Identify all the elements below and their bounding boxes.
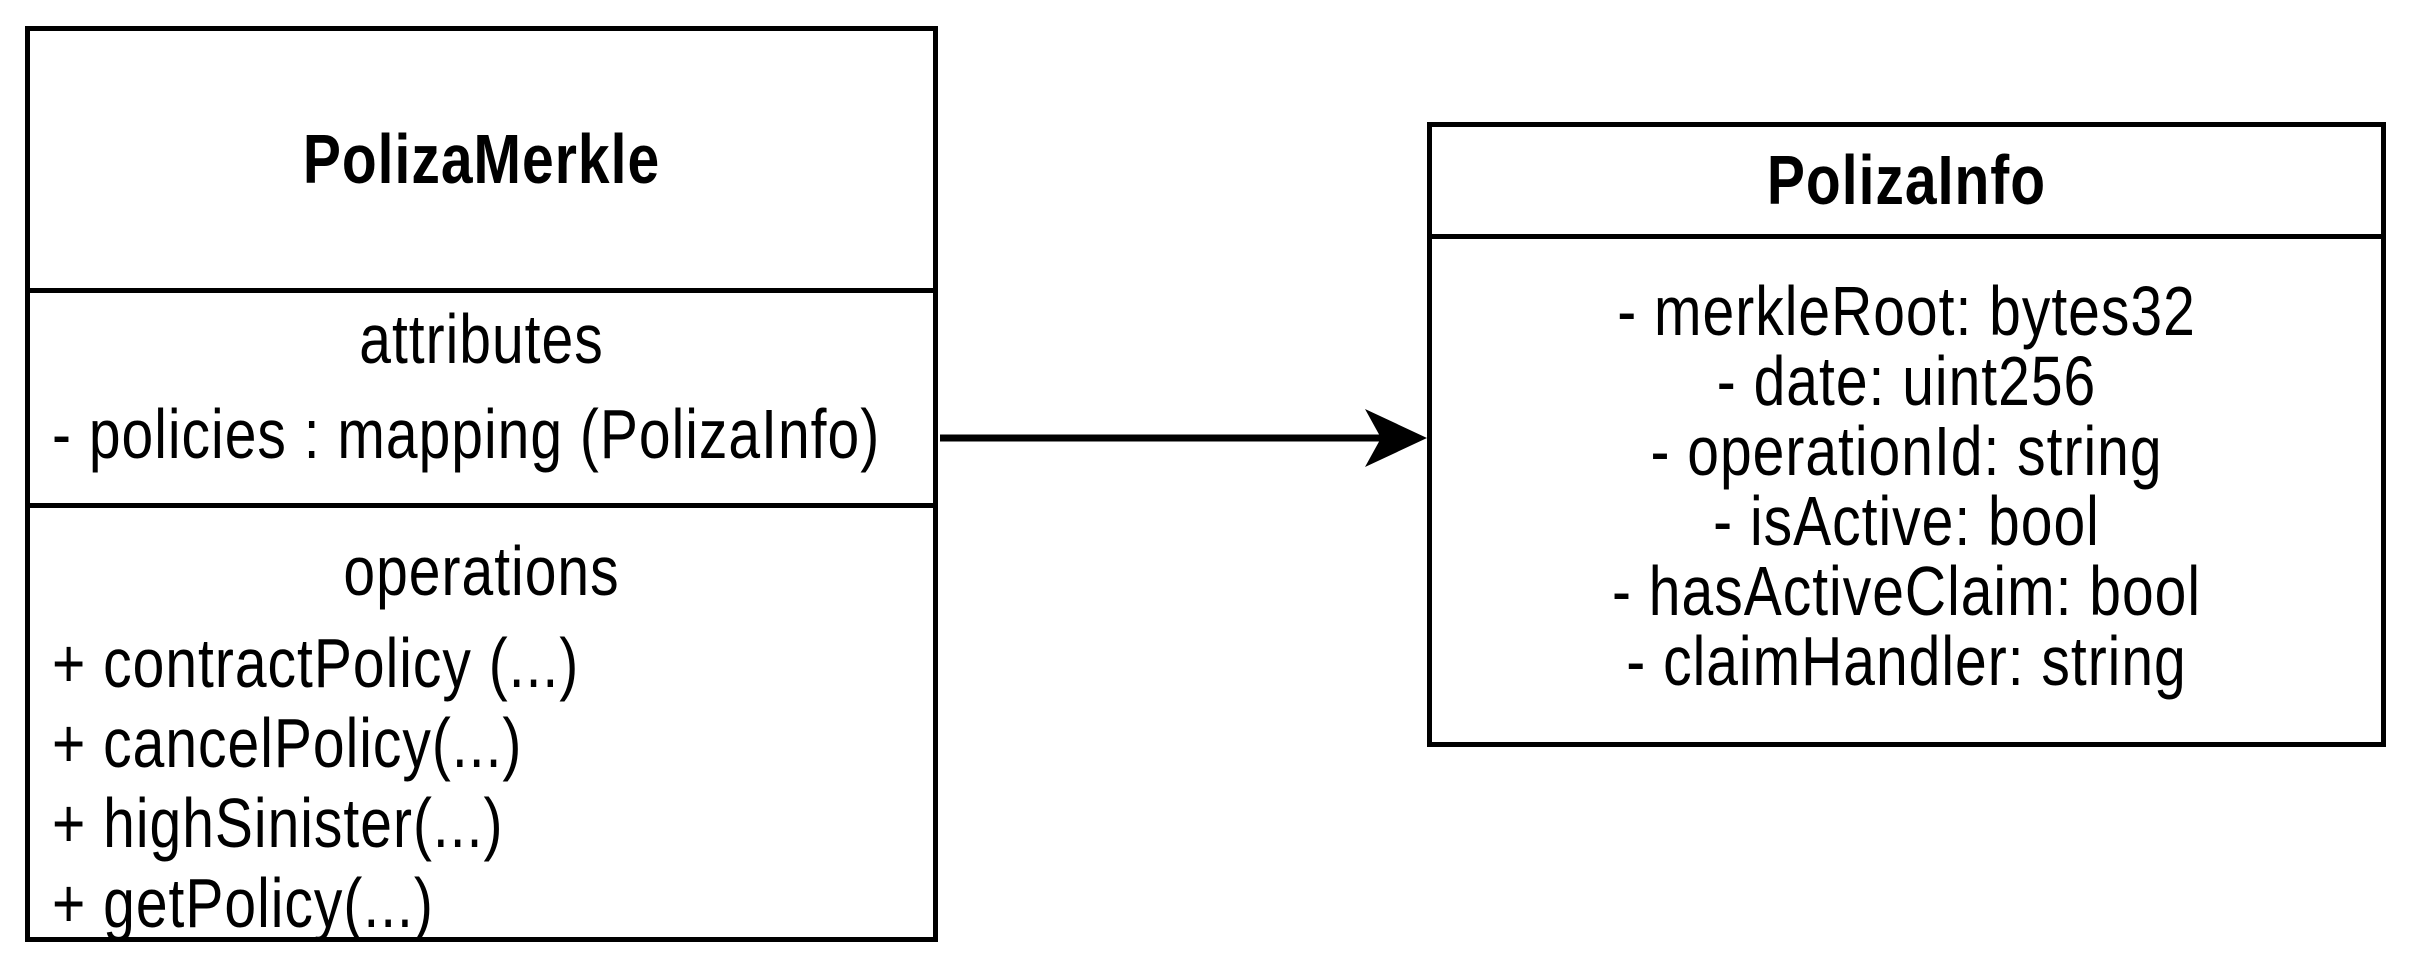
class-box-polizamerkle: PolizaMerkle attributes - policies : map… [25, 26, 938, 942]
attributes-header-row: attributes [30, 301, 933, 379]
attributes-header: attributes [359, 300, 604, 380]
operation-text: + cancelPolicy(...) [52, 704, 523, 784]
attribute-item: - claimHandler: string [1432, 623, 2381, 701]
operations-header: operations [343, 532, 620, 612]
polizamerkle-operations-compartment: operations + contractPolicy (...) + canc… [30, 503, 933, 937]
attribute-item: - merkleRoot: bytes32 [1432, 273, 2381, 351]
arrowhead [1365, 409, 1427, 467]
attribute-text: - operationId: string [1650, 412, 2163, 492]
polizainfo-attributes-compartment: - merkleRoot: bytes32 - date: uint256 - … [1432, 234, 2381, 742]
operation-item: + contractPolicy (...) [30, 624, 933, 704]
attribute-item: - hasActiveClaim: bool [1432, 553, 2381, 631]
attribute-text: - policies : mapping (PolizaInfo) [52, 395, 881, 475]
polizainfo-title-compartment: PolizaInfo [1432, 127, 2381, 234]
polizamerkle-attributes-compartment: attributes - policies : mapping (PolizaI… [30, 288, 933, 503]
attribute-item: - date: uint256 [1432, 343, 2381, 421]
attribute-text: - hasActiveClaim: bool [1611, 552, 2202, 632]
operation-item: + cancelPolicy(...) [30, 704, 933, 784]
polizamerkle-title-compartment: PolizaMerkle [30, 31, 933, 288]
attribute-text: - claimHandler: string [1626, 622, 2187, 702]
operation-text: + getPolicy(...) [52, 864, 434, 937]
class-box-polizainfo: PolizaInfo - merkleRoot: bytes32 - date:… [1427, 122, 2386, 747]
attribute-text: - isActive: bool [1713, 482, 2100, 562]
association-arrow [940, 409, 1427, 467]
operation-text: + highSinister(...) [52, 784, 504, 864]
operations-header-row: operations [30, 532, 933, 612]
class-title: PolizaInfo [1766, 141, 2047, 220]
operation-text: + contractPolicy (...) [52, 624, 580, 704]
attribute-item: - policies : mapping (PolizaInfo) [30, 396, 933, 474]
class-title: PolizaMerkle [302, 120, 661, 199]
attribute-text: - merkleRoot: bytes32 [1617, 272, 2196, 352]
attribute-item: - isActive: bool [1432, 483, 2381, 561]
attribute-text: - date: uint256 [1716, 342, 2097, 422]
operation-item: + highSinister(...) [30, 784, 933, 864]
operation-item: + getPolicy(...) [30, 864, 933, 937]
attribute-item: - operationId: string [1432, 413, 2381, 491]
